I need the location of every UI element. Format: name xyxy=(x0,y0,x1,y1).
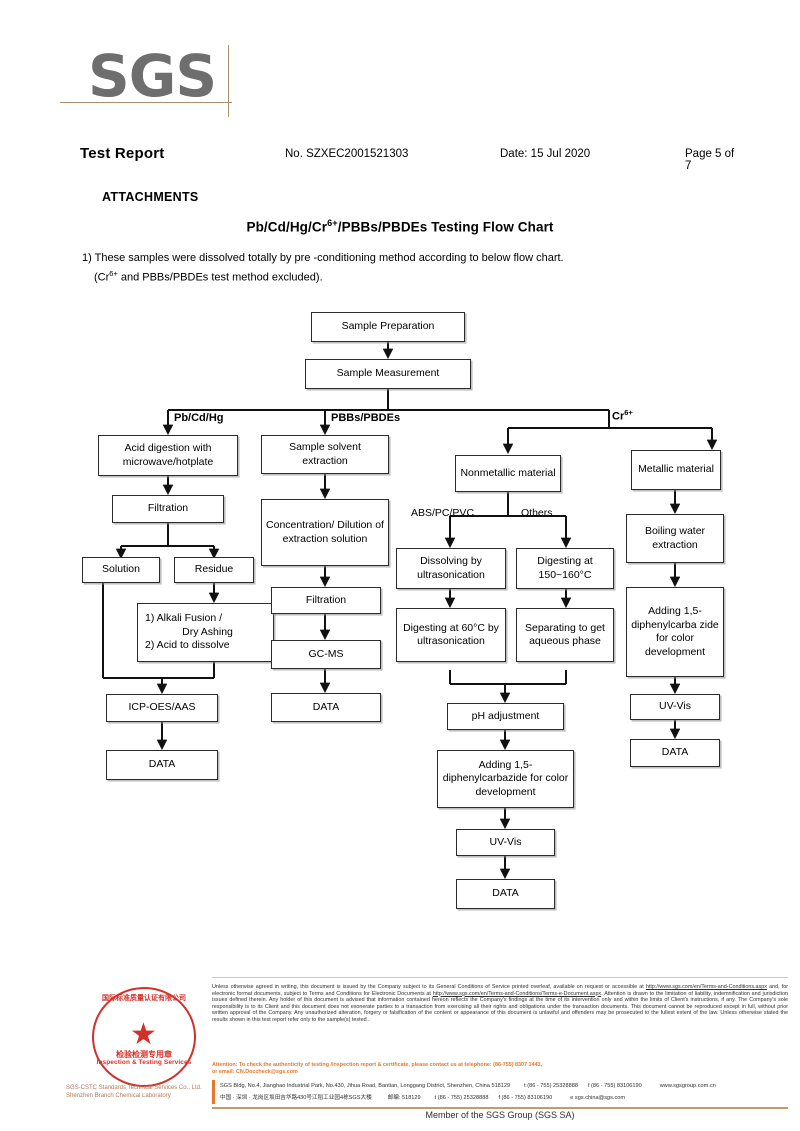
intro-line-2-post: and PBBs/PBDEs test method excluded). xyxy=(117,271,323,284)
report-number: No. SZXEC2001521303 xyxy=(285,148,409,160)
node-sample-measurement: Sample Measurement xyxy=(305,359,471,389)
page-title: Test Report xyxy=(80,145,165,162)
attention-line-2: or email: CN.Doccheck@sgs.com xyxy=(212,1068,298,1075)
intro-line-1: 1) These samples were dissolved totally … xyxy=(82,252,564,264)
terms-conditions-link[interactable]: http://www.sgs.com/en/Terms-and-Conditio… xyxy=(645,984,767,990)
edge-label-cr6-pre: Cr xyxy=(612,410,625,423)
node-alkali-fusion: 1) Alkali Fusion / Dry Ashing 2) Acid to… xyxy=(137,603,274,662)
node-acid-digestion: Acid digestion with microwave/hotplate xyxy=(98,435,238,476)
attention-line-1: Attention: To check the authenticity of … xyxy=(212,1062,543,1068)
intro-line-2-pre: (Cr xyxy=(94,271,110,284)
node-adding-dpc-right: Adding 1,5-diphenylcarba zide for color … xyxy=(626,587,724,677)
address-block: SGS Bldg, No.4, Jianghao Industrial Park… xyxy=(212,1080,788,1105)
address-cn-tel: t (86 - 755) 25328888 xyxy=(434,1094,489,1101)
node-alkali-fusion-line-2: Dry Ashing xyxy=(182,625,233,638)
sgs-group-member-note: Member of the SGS Group (SGS SA) xyxy=(425,1110,575,1120)
flow-chart-title: Pb/Cd/Hg/Cr6+/PBBs/PBDEs Testing Flow Ch… xyxy=(0,218,800,235)
legal-disclaimer: Unless otherwise agreed in writing, this… xyxy=(212,984,788,1024)
node-data-mid: DATA xyxy=(271,693,381,722)
logo-horizontal-rule xyxy=(60,102,232,103)
node-solution: Solution xyxy=(82,557,160,583)
intro-text: 1) These samples were dissolved totally … xyxy=(82,250,732,286)
edge-label-pb-cd-hg: Pb/Cd/Hg xyxy=(174,412,224,424)
node-adding-dpc-center: Adding 1,5-diphenylcarbazide for color d… xyxy=(437,750,574,808)
node-uv-vis-center: UV-Vis xyxy=(456,829,555,856)
node-boiling-water-extraction: Boiling water extraction xyxy=(626,514,724,563)
flow-chart-title-pre: Pb/Cd/Hg/Cr xyxy=(246,219,328,235)
edge-label-abs-pc-pvc: ABS/PC/PVC xyxy=(411,507,475,519)
page-indicator: Page 5 of 7 xyxy=(685,148,735,172)
flow-chart-title-sup: 6+ xyxy=(327,218,338,228)
node-uv-vis-right: UV-Vis xyxy=(630,694,720,720)
bottom-divider xyxy=(212,1107,788,1109)
node-ph-adjustment: pH adjustment xyxy=(447,703,564,730)
node-filtration-mid: Filtration xyxy=(271,587,381,614)
sgs-logo: SGS xyxy=(60,42,238,117)
node-residue: Residue xyxy=(174,557,254,583)
node-data-right: DATA xyxy=(630,739,720,767)
address-accent-bar xyxy=(212,1080,215,1104)
seal-company-line-1: SGS-CSTC Standards Technical Services Co… xyxy=(66,1085,202,1091)
node-concentration-dilution: Concentration/ Dilution of extraction so… xyxy=(261,499,389,566)
node-data-left: DATA xyxy=(106,750,218,780)
report-header-row: Test Report No. SZXEC2001521303 Date: 15… xyxy=(80,145,740,172)
legal-text-1: Unless otherwise agreed in writing, this… xyxy=(212,984,646,990)
terms-e-document-link[interactable]: http://www.sgs.com/en/Terms-and-Conditio… xyxy=(432,990,602,997)
seal-company-line-2: Shenzhen Branch Chemical Laboratory xyxy=(66,1093,171,1099)
edge-label-pbbs-pbdes: PBBs/PBDEs xyxy=(331,412,401,424)
node-separating-aqueous: Separating to get aqueous phase xyxy=(516,608,614,662)
edge-label-cr6-sup: 6+ xyxy=(624,408,633,417)
address-cn-zip: 邮编: 518129 xyxy=(387,1094,421,1101)
address-en-fax: f (86 - 755) 83106190 xyxy=(587,1083,642,1089)
attention-notice: Attention: To check the authenticity of … xyxy=(212,1062,788,1075)
edge-label-others: Others xyxy=(521,507,553,519)
sgs-logo-text: SGS xyxy=(88,42,217,110)
intro-line-2: (Cr6+ and PBBs/PBDEs test method exclude… xyxy=(82,266,732,286)
footer-divider xyxy=(212,977,788,978)
address-cn-email[interactable]: e sgs.china@sgs.com xyxy=(570,1094,626,1101)
node-digesting-60-ultrasonication: Digesting at 60°C by ultrasonication xyxy=(396,608,506,662)
report-date: Date: 15 Jul 2020 xyxy=(500,148,591,160)
node-data-center: DATA xyxy=(456,879,555,909)
node-filtration-left: Filtration xyxy=(112,495,224,523)
star-icon: ★ xyxy=(130,1018,157,1051)
address-cn-text: 中国 · 深圳 · 龙岗区坂田吉华路430号江稻工业园4栋SGS大楼 xyxy=(220,1094,372,1101)
inspection-seal-stamp: 国际标准质量认证有限公司 ★ 检验检测专用章 Inspection & Test… xyxy=(66,984,222,1099)
node-icp-oes-aas: ICP-OES/AAS xyxy=(106,694,218,722)
edge-label-cr6: Cr6+ xyxy=(612,408,633,423)
node-metallic-material: Metallic material xyxy=(631,450,721,490)
seal-english-text: Inspection & Testing Services xyxy=(96,1059,192,1066)
seal-arc-text: 国际标准质量认证有限公司 xyxy=(102,995,186,1002)
address-en-tel: t (86 - 755) 25328888 xyxy=(524,1083,578,1089)
seal-chinese-text: 检验检测专用章 xyxy=(116,1050,172,1059)
flow-chart-title-post: /PBBs/PBDEs Testing Flow Chart xyxy=(337,219,554,235)
node-dissolving-ultrasonication: Dissolving by ultrasonication xyxy=(396,548,506,589)
address-cn-fax: f (86 - 755) 83106190 xyxy=(498,1094,553,1101)
node-digesting-150-160: Digesting at 150~160°C xyxy=(516,548,614,589)
node-nonmetallic-material: Nonmetallic material xyxy=(455,455,561,492)
address-en-website[interactable]: www.sgsgroup.com.cn xyxy=(659,1083,716,1089)
legal-text-2: and, for electronic format documents, su… xyxy=(212,984,788,997)
node-alkali-fusion-line-1: 1) Alkali Fusion / xyxy=(145,612,223,625)
node-sample-preparation: Sample Preparation xyxy=(311,312,465,342)
address-line-english: SGS Bldg, No.4, Jianghao Industrial Park… xyxy=(212,1081,788,1093)
node-alkali-fusion-line-3: 2) Acid to dissolve xyxy=(145,639,230,652)
address-en-text: SGS Bldg, No.4, Jianghao Industrial Park… xyxy=(220,1083,511,1089)
node-sample-solvent-extraction: Sample solvent extraction xyxy=(261,435,389,474)
legal-text-3: . Attention is drawn to the limitation o… xyxy=(212,990,788,1023)
attachments-heading: ATTACHMENTS xyxy=(102,190,199,204)
address-line-chinese: 中国 · 深圳 · 龙岗区坂田吉华路430号江稻工业园4栋SGS大楼 邮编: 51… xyxy=(212,1093,788,1105)
logo-vertical-rule xyxy=(228,45,229,117)
intro-line-2-sup: 6+ xyxy=(109,269,118,278)
node-gc-ms: GC-MS xyxy=(271,640,381,669)
